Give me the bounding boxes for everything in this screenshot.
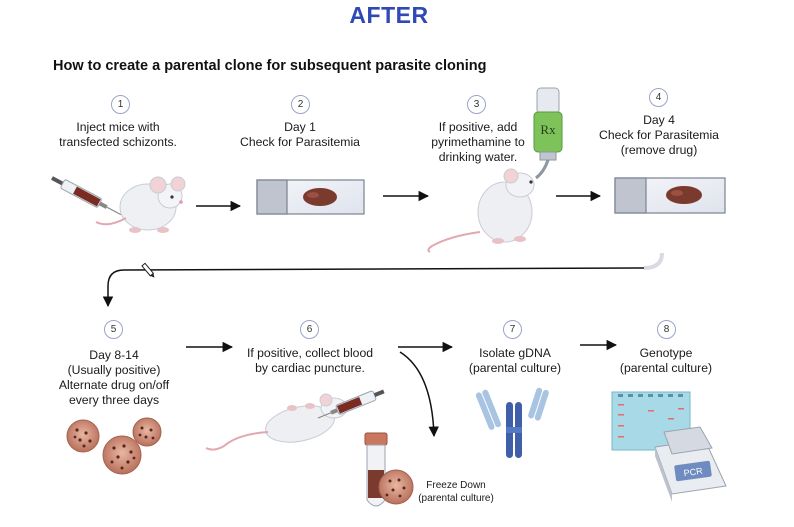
syringe-icon bbox=[51, 176, 122, 216]
step-6-number: 6 bbox=[300, 320, 319, 339]
pcr-label: PCR bbox=[683, 466, 704, 479]
step-7-number: 7 bbox=[503, 320, 522, 339]
gel-icon bbox=[611, 391, 691, 451]
connector-highlight bbox=[643, 252, 664, 270]
step-8-text: Genotype(parental culture) bbox=[619, 346, 713, 375]
arrow-6-freeze bbox=[399, 351, 439, 438]
mouse-1-icon bbox=[95, 176, 186, 233]
step-5-number: 5 bbox=[104, 320, 123, 339]
infected-cell-freeze-icon bbox=[378, 469, 414, 505]
chromosome-icon bbox=[475, 387, 549, 458]
mouse-3-icon bbox=[427, 168, 535, 253]
header-after: AFTER bbox=[349, 2, 429, 28]
drinking-bottle-icon: Rx bbox=[533, 87, 563, 180]
connector-arrow bbox=[102, 252, 663, 308]
diagram-title: How to create a parental clone for subse… bbox=[53, 58, 487, 74]
blood-slide-icon-day4 bbox=[614, 177, 726, 214]
pcr-machine-icon: PCR bbox=[654, 426, 727, 502]
mouse-6-icon bbox=[205, 393, 348, 451]
syringe-6-icon bbox=[317, 389, 385, 419]
rx-label: Rx bbox=[540, 122, 556, 137]
step-2-number: 2 bbox=[291, 95, 310, 114]
step-4-number: 4 bbox=[649, 88, 668, 107]
step-1-number: 1 bbox=[111, 95, 130, 114]
step-7-text: Isolate gDNA(parental culture) bbox=[468, 346, 562, 375]
step-8-number: 8 bbox=[657, 320, 676, 339]
step-5-text: Day 8-14(Usually positive)Alternate drug… bbox=[58, 348, 170, 407]
freeze-down-text: Freeze Down(parental culture) bbox=[418, 480, 494, 504]
cursor-icon bbox=[141, 262, 155, 278]
infected-cells-icon bbox=[66, 417, 162, 475]
step-3-number: 3 bbox=[467, 95, 486, 114]
blood-slide-icon bbox=[256, 179, 365, 215]
